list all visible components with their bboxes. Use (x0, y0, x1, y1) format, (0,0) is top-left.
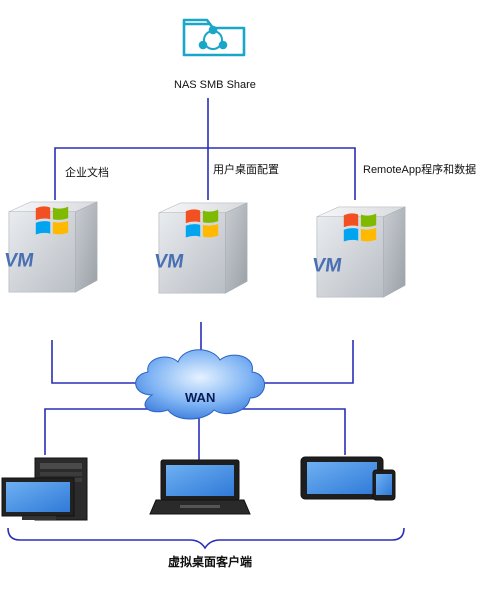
vm-label-2: 用户桌面配置 (213, 164, 279, 176)
wan-left-line (51, 340, 150, 384)
vm-cube-3 (313, 206, 406, 298)
vm-cube-1 (5, 201, 98, 293)
vm-label-1: 企业文档 (65, 167, 109, 179)
tablet-phone-icon (300, 456, 396, 501)
desktop-pc-icon (1, 457, 88, 521)
wan-right-line (258, 340, 354, 384)
nas-label: NAS SMB Share (174, 79, 256, 91)
vm-cube-2 (155, 202, 248, 294)
vm-label-3: RemoteApp程序和数据 (363, 164, 477, 176)
nas-folder-share-icon (182, 18, 246, 57)
wan-cloud-icon (135, 349, 265, 420)
laptop-icon (149, 459, 251, 515)
wan-label: WAN (185, 390, 216, 405)
clients-label: 虚拟桌面客户端 (168, 555, 253, 569)
vm-branch-line (54, 147, 356, 200)
clients-bracket (7, 527, 405, 550)
